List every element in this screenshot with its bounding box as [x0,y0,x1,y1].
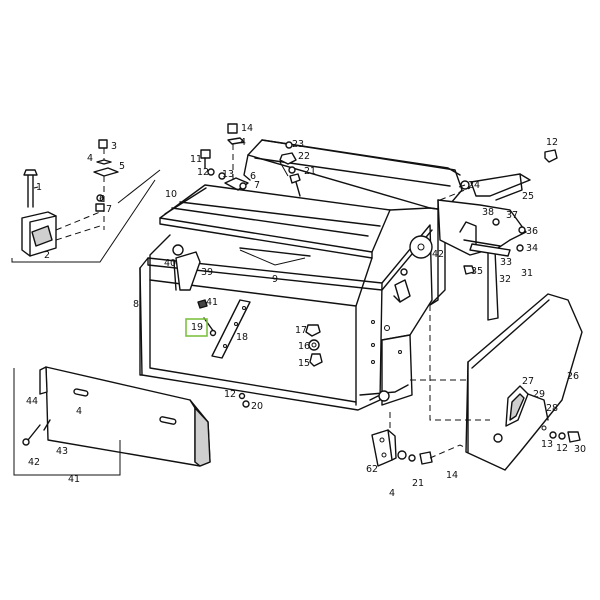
callout-34: 34 [526,243,538,254]
callout-42b: 42 [28,457,40,468]
callout-22: 22 [298,151,310,162]
callout-35: 35 [471,266,483,277]
upper-right-assembly [458,149,558,201]
callout-12c: 12 [224,389,236,400]
callout-8: 8 [133,299,139,310]
bumper-panel [13,366,211,476]
callout-26: 26 [567,371,579,382]
callout-7a: 7 [106,204,112,215]
callout-14a: 14 [241,123,253,134]
callout-41b: 41 [68,474,80,485]
callout-27: 27 [522,376,534,387]
callout-36: 36 [526,226,538,237]
bottom-bracket-62 [371,412,467,467]
callout-11: 11 [190,154,202,165]
callout-9: 9 [272,274,278,285]
top-bolt-group [200,123,249,191]
callout-12a: 12 [197,167,209,178]
callout-37: 37 [506,210,518,221]
callout-4d: 4 [389,488,395,499]
main-housing [139,139,463,411]
callout-4c: 4 [76,406,82,417]
callout-32: 32 [499,274,511,285]
callout-13b: 13 [541,439,553,450]
callout-44: 44 [26,396,38,407]
callout-12b: 12 [546,137,558,148]
left-strap [172,244,217,337]
callout-17: 17 [295,325,307,336]
nut-stack-15-17 [305,324,323,367]
callout-28: 28 [546,403,558,414]
callout-31: 31 [521,268,533,279]
callout-38: 38 [482,207,494,218]
callout-7b: 7 [254,180,260,191]
right-bracket-31-38 [429,199,527,321]
callout-20: 20 [251,401,263,412]
callout-1: 1 [36,182,42,193]
callout-labels: 1 2 3 4 5 6 7 8 9 10 11 12 13 6 7 14 4 2… [26,123,586,499]
callout-4a: 4 [87,153,93,164]
callout-3: 3 [111,141,117,152]
bolt-stack-21-23 [279,141,301,197]
callout-40: 40 [164,258,176,269]
callout-41: 41 [206,297,218,308]
callout-29: 29 [533,389,545,400]
callout-2: 2 [44,250,50,261]
callout-43: 43 [56,446,68,457]
upper-left-fastener-group [11,139,161,263]
callout-10: 10 [165,189,177,200]
callout-33: 33 [500,257,512,268]
callout-4b: 4 [240,137,246,148]
washer-stack-12-20 [238,392,250,408]
callout-14b: 14 [446,470,458,481]
callout-23: 23 [292,139,304,150]
callout-42a: 42 [432,249,444,260]
callout-6a: 6 [99,194,105,205]
callout-21a: 21 [304,166,316,177]
callout-25: 25 [522,191,534,202]
dashed-leader-lines [410,187,490,421]
highlight-box-part-19 [185,318,208,337]
callout-6b: 6 [250,171,256,182]
callout-12d: 12 [556,443,568,454]
callout-19: 19 [191,322,203,333]
callout-13a: 13 [222,169,234,180]
callout-21b: 21 [412,478,424,489]
callout-5: 5 [119,161,125,172]
right-side-panel [465,293,583,471]
callout-39: 39 [201,267,213,278]
callout-30: 30 [574,444,586,455]
callout-62: 62 [366,464,378,475]
callout-24: 24 [468,180,480,191]
callout-15: 15 [298,358,310,369]
callout-18: 18 [236,332,248,343]
callout-16: 16 [298,341,310,352]
center-strap [211,299,251,359]
